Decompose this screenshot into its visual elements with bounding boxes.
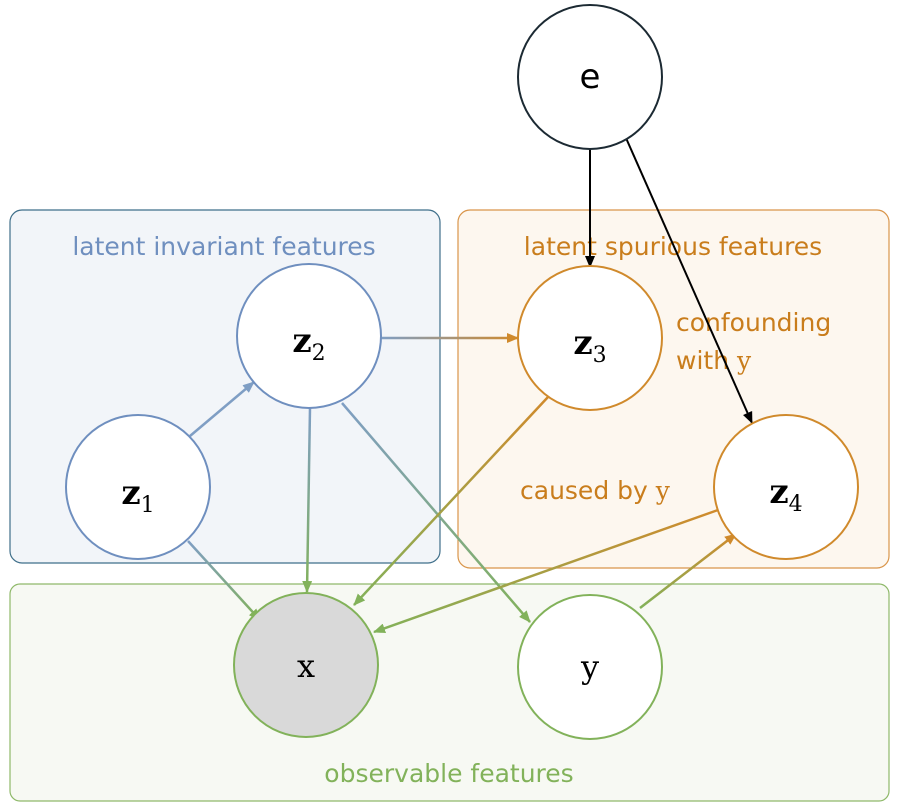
edge-z1-z2 [189, 381, 255, 437]
edge-z4-x [373, 508, 719, 634]
region-observable-label: observable features [324, 759, 573, 788]
node-y-label: y [580, 648, 599, 686]
node-x: x [233, 592, 379, 738]
node-y: y [517, 594, 663, 740]
annotation-caused-by-y: caused by y [520, 476, 671, 505]
region-observable: observable features [9, 583, 890, 802]
node-e-label: e [580, 57, 601, 97]
edge-e-z4 [625, 137, 753, 424]
node-z1: z1 [65, 414, 211, 560]
node-z4: z4 [713, 414, 859, 560]
edge-z1-x [187, 540, 261, 621]
edge-z3-x [353, 396, 549, 606]
edge-z2-y [341, 402, 531, 623]
node-z2: z2 [236, 263, 382, 409]
edge-y-z4 [639, 533, 737, 609]
node-z3: z3 [517, 265, 663, 411]
annotation-confounding: confounding [676, 308, 831, 337]
annotation-with-y: with y [676, 346, 752, 375]
edge-z2-x [302, 407, 313, 593]
node-z2-label: z2 [292, 321, 325, 366]
node-e: e [517, 4, 663, 150]
node-z1-label: z1 [121, 473, 154, 518]
node-z3-label: z3 [573, 323, 606, 368]
node-x-label: x [297, 647, 315, 685]
region-invariant-label: latent invariant features [72, 232, 375, 261]
node-z4-label: z4 [769, 472, 802, 517]
